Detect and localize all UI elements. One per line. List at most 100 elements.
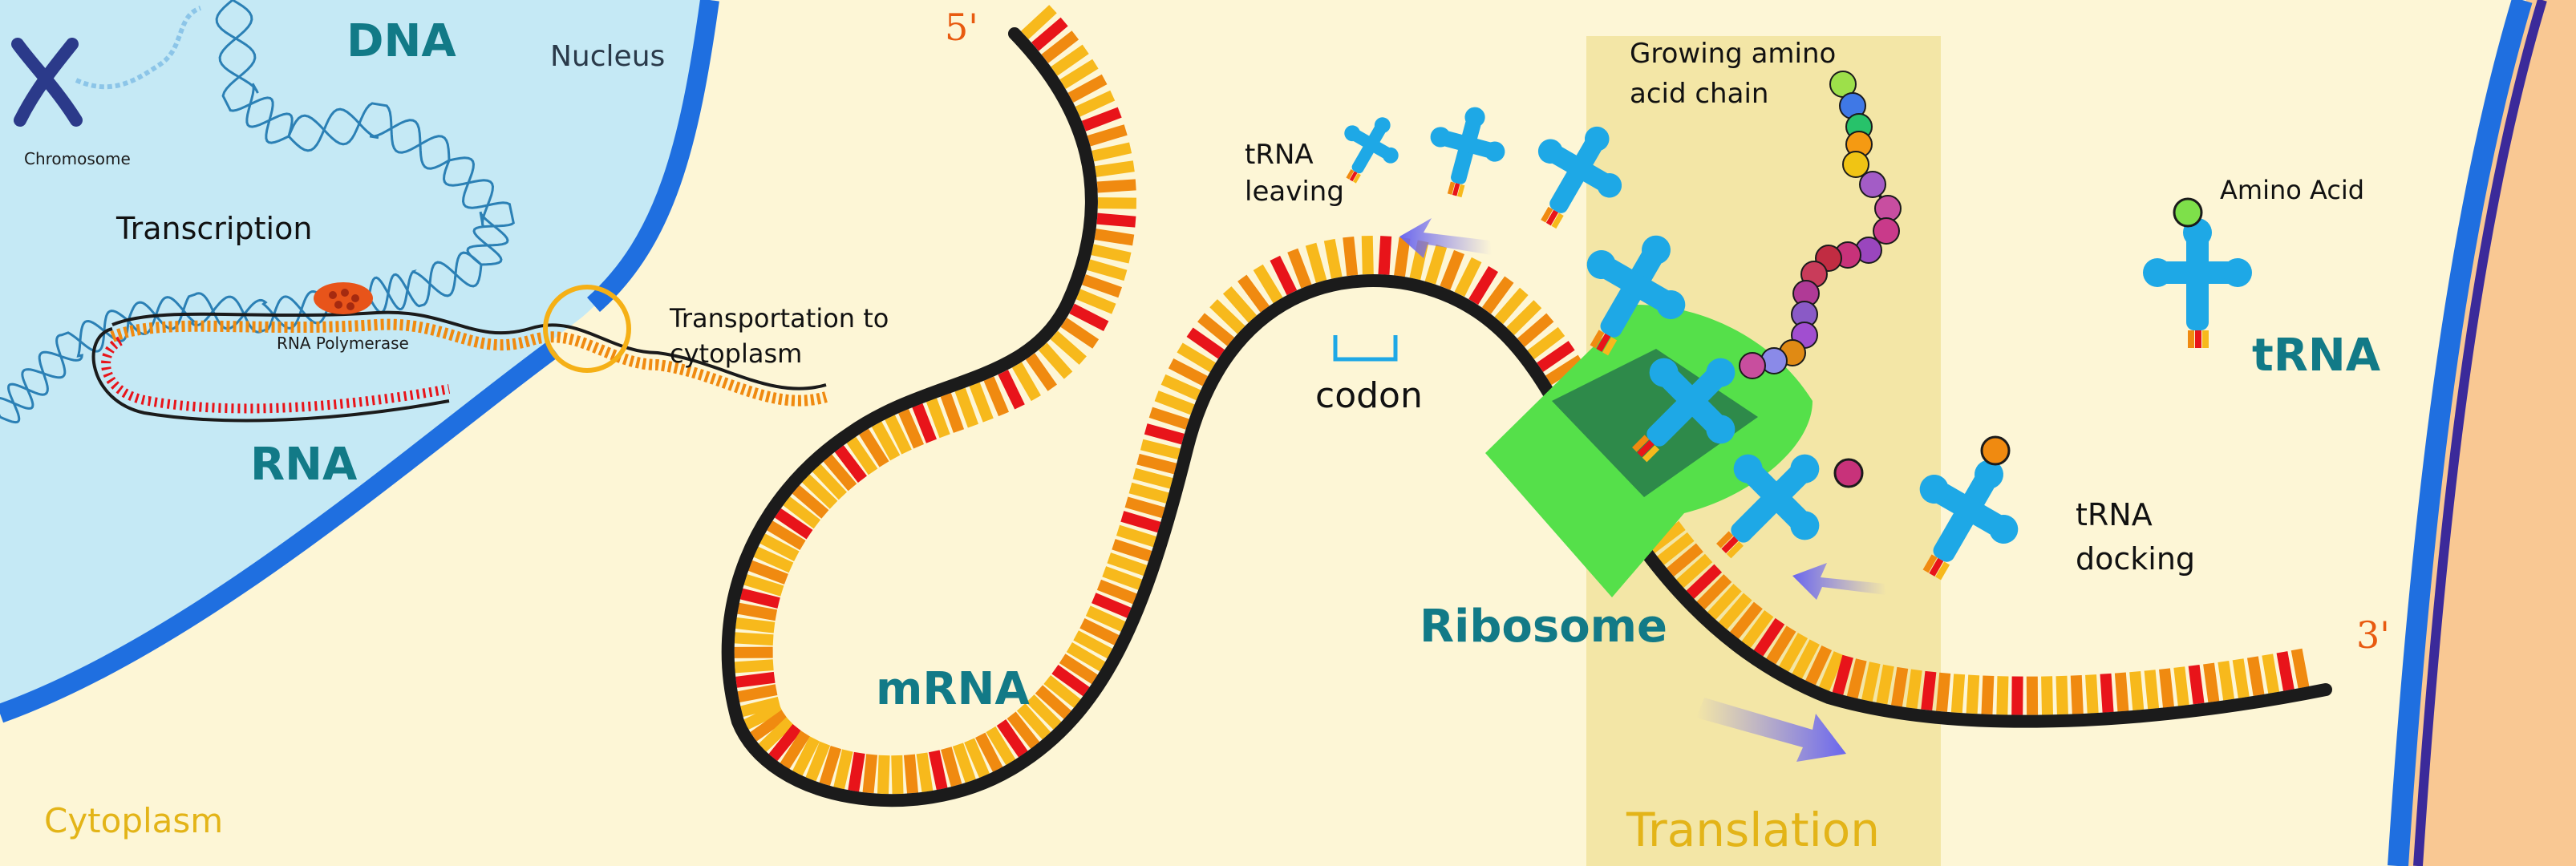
mrna-base xyxy=(1177,342,1216,373)
mrna-base xyxy=(986,726,1016,766)
mrna-base xyxy=(903,754,918,794)
mrna-base xyxy=(1050,330,1087,365)
mrna-base xyxy=(1082,274,1122,298)
mrna-base xyxy=(1718,593,1752,630)
mrna-base xyxy=(1091,244,1132,264)
transcription-label: Transcription xyxy=(115,211,312,246)
mrna-base xyxy=(996,719,1028,758)
mrna-base xyxy=(1891,666,1909,707)
mrna-base xyxy=(2011,676,2023,715)
trna-leaving-label-line2: leaving xyxy=(1245,176,1344,208)
mrna-base xyxy=(1087,124,1128,147)
mrna-base xyxy=(1537,341,1575,372)
translation-direction-arrow-icon xyxy=(1696,698,1846,762)
five-prime-label: 5' xyxy=(945,6,978,49)
mrna-base xyxy=(848,751,865,792)
amino-acid-bead xyxy=(1739,352,1766,379)
chromosome-label: Chromosome xyxy=(24,149,131,168)
mrna-base xyxy=(1323,238,1343,279)
trna-leaving-label-line1: tRNA xyxy=(1245,139,1314,171)
mrna-base xyxy=(1011,362,1041,402)
dna-label: DNA xyxy=(346,15,456,67)
transport-label-line2: cytoplasm xyxy=(670,338,802,369)
mrna-base xyxy=(2262,654,2280,694)
cytoplasm-label: Cytoplasm xyxy=(44,801,223,840)
rna-bases-nucleus xyxy=(110,318,828,407)
mrna-base xyxy=(1031,17,1068,51)
mrna-base xyxy=(2188,665,2205,705)
mrna-base xyxy=(1378,236,1392,275)
mrna-base xyxy=(1506,300,1542,335)
rna-polymerase xyxy=(314,282,373,314)
mrna-base xyxy=(743,702,784,730)
mrna-base xyxy=(1120,511,1161,533)
mrna-base xyxy=(1237,274,1270,313)
mrna-base xyxy=(735,617,776,633)
mrna-base xyxy=(1075,90,1116,117)
mrna-base xyxy=(1007,711,1040,749)
mrna-base xyxy=(2290,648,2310,689)
mrna-base xyxy=(1517,313,1554,347)
mrna-base xyxy=(2070,675,2084,714)
mrna-base xyxy=(1686,564,1723,599)
mrna-base xyxy=(1087,259,1128,281)
mrna-base xyxy=(1996,676,2009,715)
amino-acid-bead xyxy=(1859,171,1886,198)
amino-acid-bead xyxy=(1842,151,1869,178)
chromosome-icon xyxy=(11,6,202,127)
mrna-base xyxy=(1043,675,1081,708)
mrna-base xyxy=(740,696,781,718)
mrna-base xyxy=(952,743,976,783)
mrna-base xyxy=(1097,197,1136,209)
mrna-base xyxy=(1468,265,1499,306)
mrna-base xyxy=(1136,453,1177,475)
mrna-base xyxy=(834,445,867,483)
rna-polymerase-label: RNA Polymerase xyxy=(277,334,409,353)
mrna-base xyxy=(2056,675,2068,715)
three-prime-label: 3' xyxy=(2356,613,2390,657)
mrna-base xyxy=(2114,672,2129,712)
mrna-base xyxy=(1361,235,1374,275)
mrna-base xyxy=(928,750,948,791)
rna-loop-left xyxy=(91,327,450,423)
mrna-base xyxy=(1059,654,1098,685)
mrna-base xyxy=(964,738,990,779)
mrna-base xyxy=(1657,532,1695,565)
mrna-base xyxy=(1753,617,1785,657)
mrna-base xyxy=(1096,179,1136,193)
mrna-base xyxy=(1154,391,1195,415)
nucleus-label: Nucleus xyxy=(550,40,665,73)
mrna-base xyxy=(1343,236,1359,277)
trna-docking-label-line1: tRNA xyxy=(2076,497,2153,532)
mrna-base xyxy=(833,749,853,790)
mrna-base xyxy=(891,755,904,795)
mrna-base xyxy=(1132,467,1173,489)
mrna-base xyxy=(758,717,795,752)
mrna-base xyxy=(1527,326,1565,360)
mrna-base xyxy=(1481,276,1514,314)
mrna-base xyxy=(1832,654,1853,695)
mrna-base xyxy=(1025,353,1057,391)
mrna-base xyxy=(1116,524,1156,548)
dna-strand xyxy=(218,0,515,311)
mrna-base xyxy=(792,484,829,519)
mrna-base xyxy=(734,659,774,674)
mrna-base xyxy=(819,746,842,787)
mrna-base xyxy=(1222,286,1258,323)
mrna-base xyxy=(2246,656,2265,697)
mrna-base xyxy=(1186,327,1225,359)
mrna-base xyxy=(1168,358,1208,386)
mrna-base xyxy=(1124,496,1165,519)
mrna-base xyxy=(975,732,1003,772)
amino-acid-icon xyxy=(2173,197,2203,228)
mrna-base xyxy=(1059,59,1099,89)
mrna-base xyxy=(1494,287,1529,325)
mrna-base xyxy=(1020,5,1057,39)
growing-chain-label-line1: Growing amino xyxy=(1630,38,1836,70)
mrna-base xyxy=(1966,674,1980,714)
mrna-base xyxy=(1075,289,1116,314)
mrna-base xyxy=(812,463,847,500)
mrna-base xyxy=(801,474,838,509)
nuclear-envelope xyxy=(587,0,719,312)
